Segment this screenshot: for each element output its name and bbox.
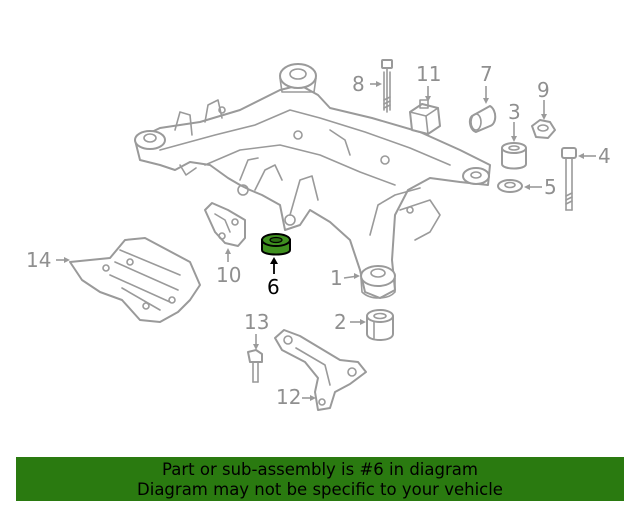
bracket-part-10: [204, 202, 246, 247]
callout-11: 11: [416, 62, 441, 86]
bushing-part-6: [261, 233, 291, 256]
nut-part-9: [531, 119, 556, 139]
callout-4: 4: [598, 144, 611, 168]
parts-diagram: 8 11 7 9 3 4 5 1 2 10 6 13 12 14: [26, 59, 611, 411]
callout-13: 13: [244, 310, 269, 334]
info-banner: Part or sub-assembly is #6 in diagram Di…: [16, 457, 624, 501]
bushing-part-3: [501, 142, 527, 170]
bushing-part-7: [468, 105, 497, 133]
bolt-part-8: [381, 59, 393, 113]
rear-subframe: [134, 63, 491, 299]
heat-shield-part-14: [69, 237, 201, 323]
callout-6-highlighted: 6: [267, 275, 280, 299]
callout-7: 7: [480, 62, 493, 86]
callout-1: 1: [330, 266, 343, 290]
washer-part-5: [497, 179, 523, 193]
bolt-part-13: [247, 349, 263, 383]
callout-12: 12: [276, 385, 301, 409]
callout-2: 2: [334, 310, 347, 334]
callout-10: 10: [216, 263, 241, 287]
callout-leaders: [56, 81, 596, 401]
callout-8: 8: [352, 72, 365, 96]
banner-line-disclaimer: Diagram may not be specific to your vehi…: [137, 480, 503, 499]
callout-5: 5: [544, 175, 557, 199]
brace-part-12: [274, 329, 367, 411]
mount-block-part-11: [409, 99, 441, 135]
banner-line-part-number: Part or sub-assembly is #6 in diagram: [162, 460, 478, 479]
callout-labels: 8 11 7 9 3 4 5 1 2 10 6 13 12 14: [26, 62, 611, 409]
bushing-part-2: [366, 309, 394, 341]
callout-9: 9: [537, 78, 550, 102]
callout-14: 14: [26, 248, 51, 272]
callout-3: 3: [508, 100, 521, 124]
bolt-part-4: [561, 147, 577, 211]
